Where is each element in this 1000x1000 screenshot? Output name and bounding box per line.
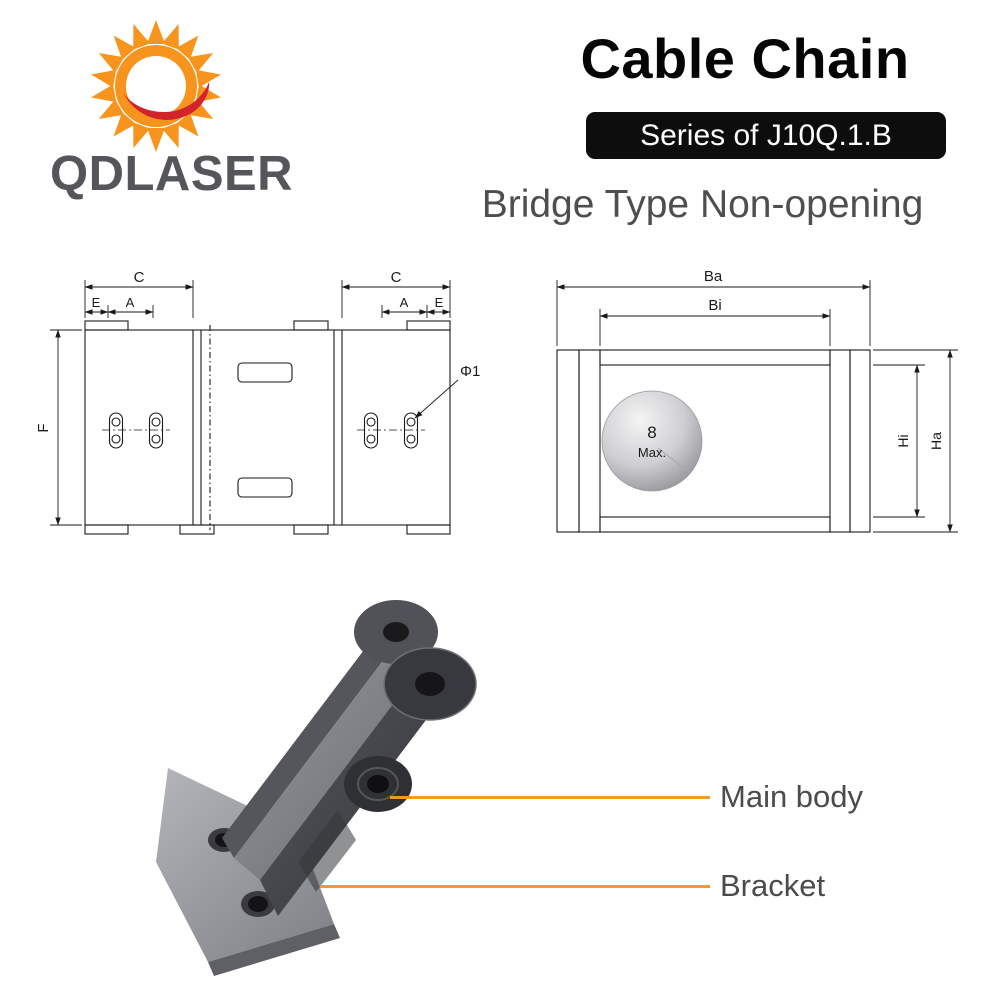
bracket-callout-label: Bracket [720, 868, 826, 903]
bracket-callout-line [320, 885, 710, 888]
dim-label-c-left: C [134, 269, 145, 286]
front-view-part-outline [84, 320, 451, 535]
front-view-dimension-lines [50, 280, 459, 526]
logo-swoosh [123, 82, 210, 120]
main-body-callout-line [390, 796, 710, 799]
front-view-drawing: C C E A A E F Φ1 [35, 269, 480, 535]
product-subtitle: Bridge Type Non-opening [481, 183, 924, 226]
dim-label-ba: Ba [704, 268, 723, 285]
main-body-3d [222, 600, 477, 916]
cable-diameter-sphere [601, 390, 703, 492]
dim-label-e-left: E [92, 295, 101, 310]
dim-label-hi: Hi [895, 434, 911, 447]
sphere-radius-mark [657, 447, 691, 474]
dim-label-a-right: A [400, 295, 409, 310]
section-dimension-lines [556, 280, 958, 533]
brand-wordmark: QDLASER [50, 147, 294, 201]
main-body-callout-label: Main body [720, 779, 864, 814]
dim-label-a-left: A [126, 295, 135, 310]
sun-core [126, 56, 186, 116]
product-3d-render [156, 600, 477, 976]
series-badge: Series of J10Q.1.B [586, 112, 946, 159]
sun-rays [89, 20, 223, 152]
section-view-drawing: 8 Max. Ba Bi Hi Ha [556, 268, 958, 533]
cable-max-value: 8 [647, 423, 656, 442]
dim-label-e-right: E [435, 295, 444, 310]
dim-label-bi: Bi [708, 297, 721, 314]
dim-label-ha: Ha [928, 432, 944, 450]
dim-label-f: F [35, 423, 52, 432]
page-title: Cable Chain [580, 27, 910, 90]
series-badge-text: Series of J10Q.1.B [640, 118, 892, 152]
dim-label-c-right: C [391, 269, 402, 286]
brand-logo-sun-icon [89, 20, 223, 152]
cable-max-label: Max. [638, 445, 666, 460]
dim-label-hole-diameter: Φ1 [460, 363, 480, 380]
section-part-outline [556, 349, 871, 533]
